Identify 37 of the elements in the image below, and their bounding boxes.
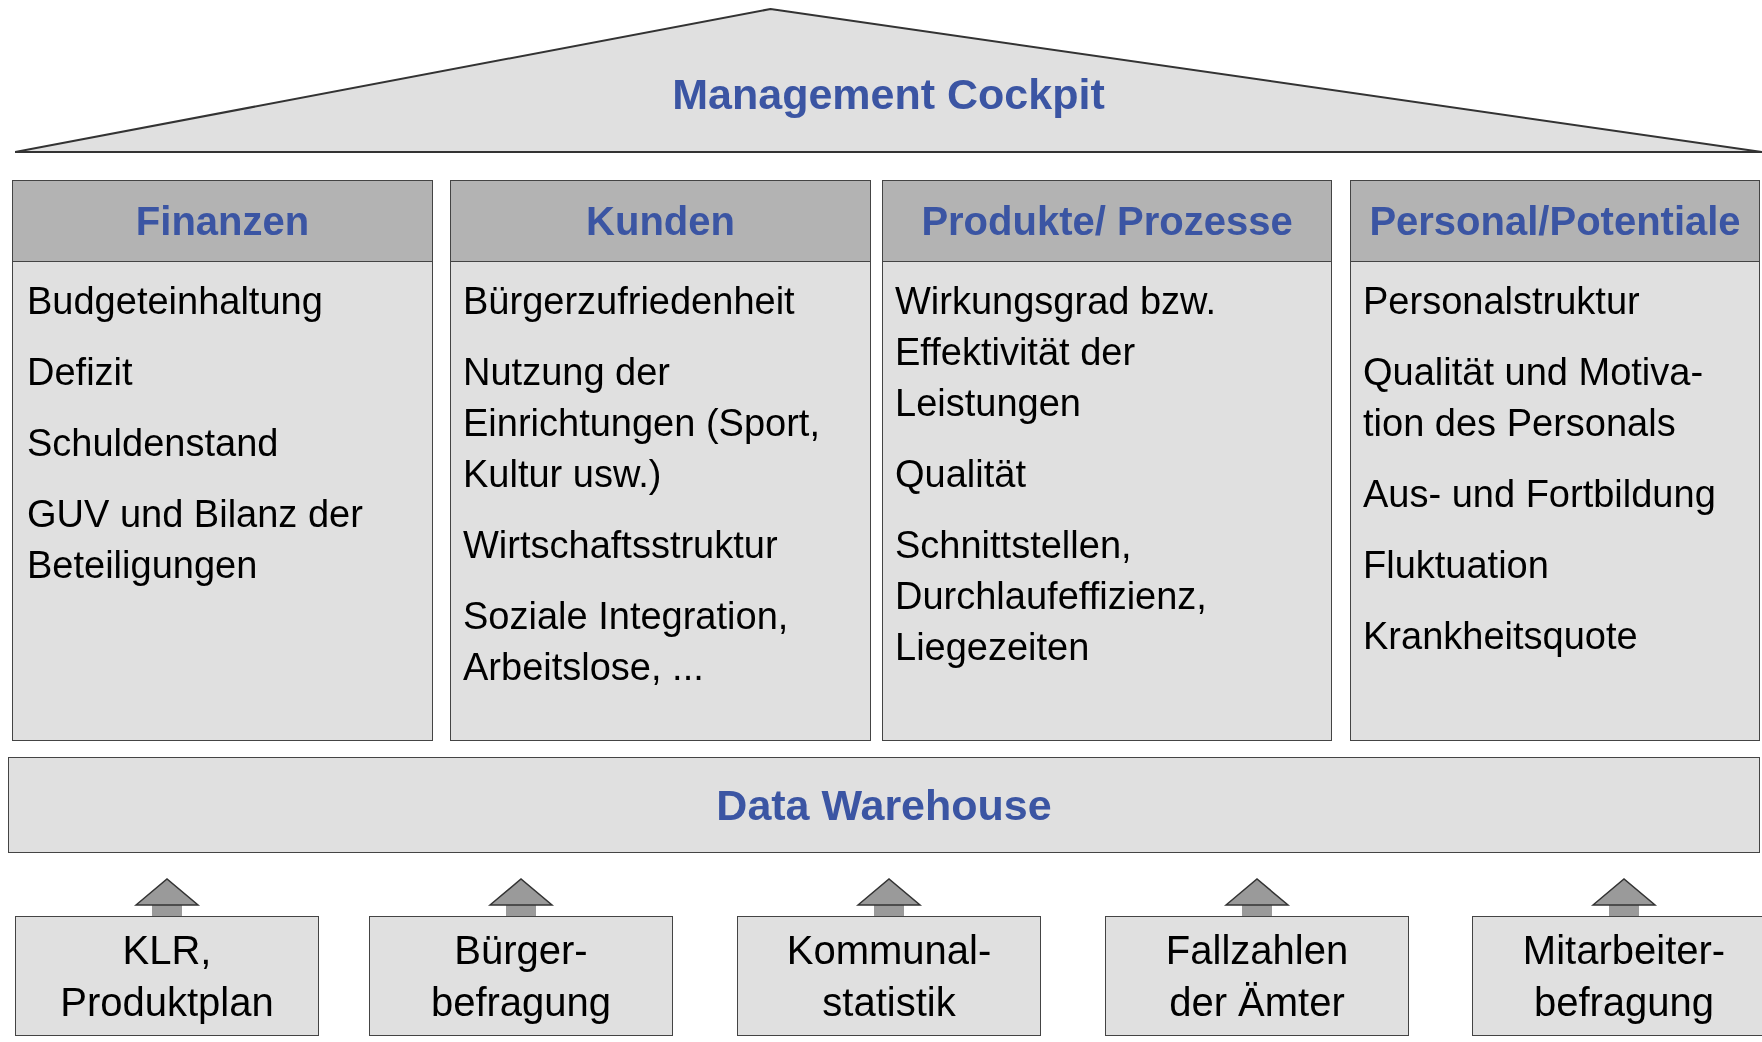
pillar-heading: Personal/Potentiale [1351,181,1759,262]
source-box: Fallzahlen der Ämter [1105,916,1409,1036]
pillar-heading: Kunden [451,181,870,262]
metric-text: Nutzung der Einrichtungen (Sport, Kultur usw.) [463,350,821,497]
metric-text: Qualität [895,452,1027,497]
source-box: Kommunal- statistik [737,916,1041,1036]
roof-title: Management Cockpit [671,70,1106,119]
metric-text: Soziale Integration, Arbeitslose, ... [463,594,790,690]
band-title: Data Warehouse [716,780,1052,831]
metric-text: Wirkungsgrad bzw. Effektivität der Leistungen [895,279,1217,426]
block-arrow [1592,878,1656,916]
metric-text: Defizit [27,350,134,395]
metric-text: Qualität und Motiva- tion des Personals [1363,350,1705,446]
pillar-panel [450,180,871,741]
source-box: KLR, Produktplan [15,916,319,1036]
metric-text: Schuldenstand [27,421,280,466]
pillar-panel [12,180,433,741]
block-arrow [857,878,921,916]
pillar-heading: Produkte/ Prozesse [883,181,1331,262]
block-arrow [135,878,199,916]
data-warehouse-band [8,757,1760,853]
source-box: Mitarbeiter- befragung [1472,916,1762,1036]
pillar-heading: Finanzen [13,181,432,262]
metric-text: Budgeteinhaltung [27,279,324,324]
metric-text: Bürgerzufriedenheit [463,279,796,324]
block-arrow [1225,878,1289,916]
metric-text: Wirtschaftsstruktur [463,523,779,568]
source-box: Bürger- befragung [369,916,673,1036]
metric-text: Krankheitsquote [1363,614,1639,659]
metric-text: Aus- und Fortbildung [1363,472,1717,517]
pillar-panel [882,180,1332,741]
metric-text: Fluktuation [1363,543,1550,588]
metric-text: GUV und Bilanz der Beteiligungen [27,492,364,588]
metric-text: Personalstruktur [1363,279,1641,324]
pillar-panel [1350,180,1760,741]
block-arrow [489,878,553,916]
metric-text: Schnittstellen, Durchlaufeffizienz, Liegezeiten [895,523,1208,670]
